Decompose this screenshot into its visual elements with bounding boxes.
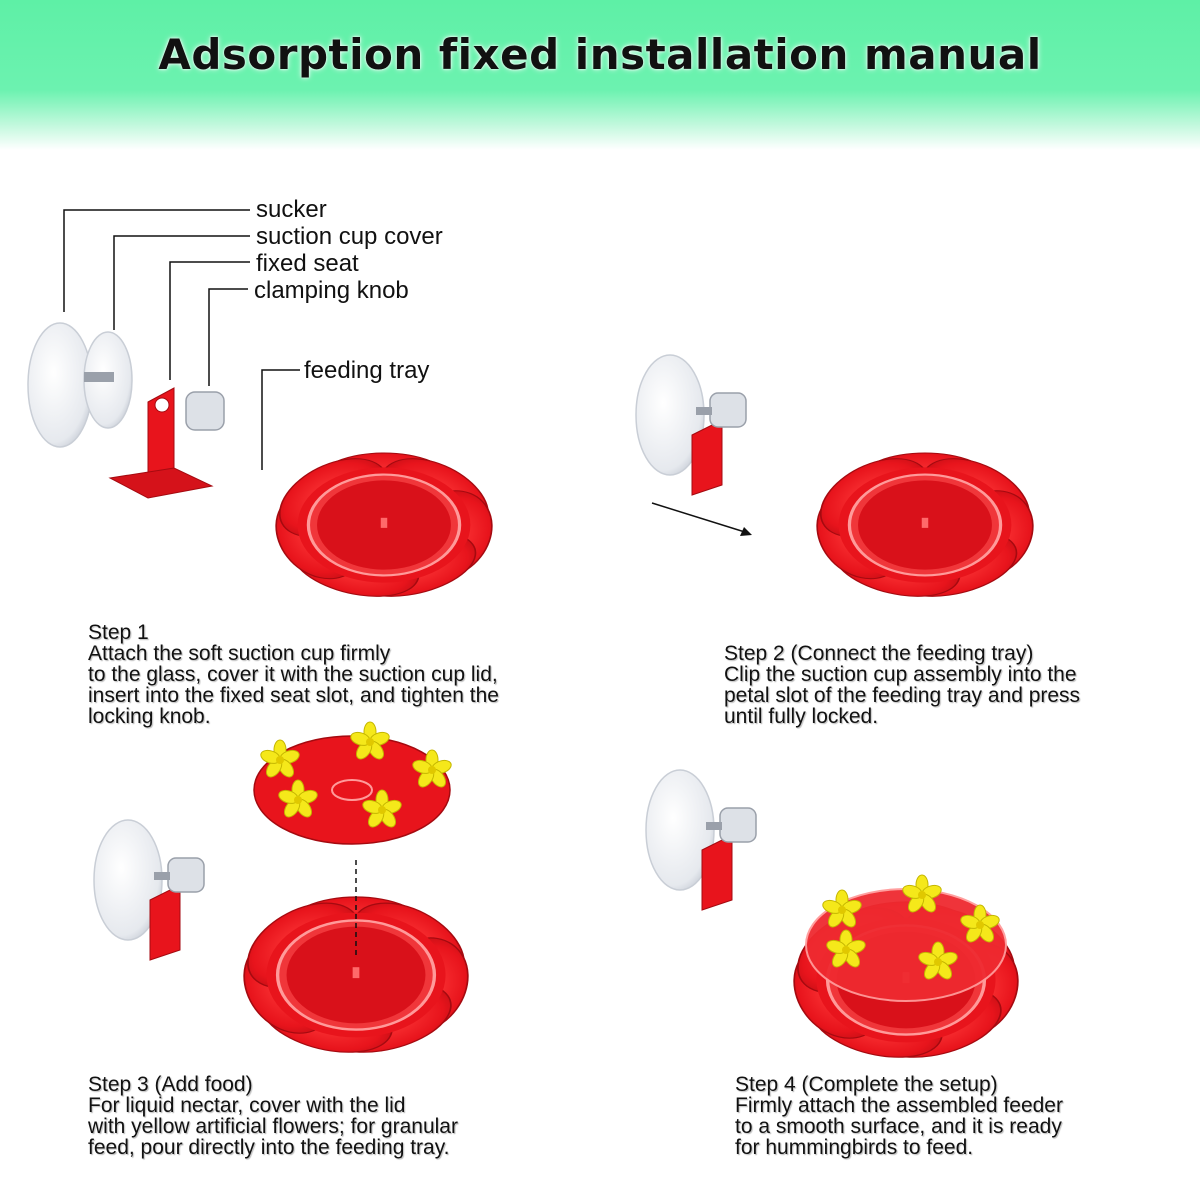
step-4-title: Step 4 (Complete the setup) [735, 1073, 998, 1096]
fixed-seat-part [108, 387, 214, 499]
sucker-part [27, 322, 93, 448]
leader-lines [63, 209, 300, 470]
step2-mount [635, 354, 747, 496]
step2-arrow-head [740, 527, 752, 536]
step-1-body: Attach the soft suction cup firmly to th… [88, 642, 499, 728]
step3-mount [93, 819, 205, 961]
step-3-body: For liquid nectar, cover with the lid wi… [88, 1094, 458, 1159]
step-4-body: Firmly attach the assembled feeder to a … [735, 1094, 1063, 1159]
step-4: Step 4 (Complete the setup) Firmly attac… [735, 1074, 1063, 1158]
label-feeding-tray: feeding tray [304, 357, 430, 384]
label-clamping-knob: clamping knob [254, 277, 409, 304]
step-3: Step 3 (Add food) For liquid nectar, cov… [88, 1074, 458, 1158]
step4-flower-lid [805, 874, 1007, 1002]
exploded-parts [27, 322, 225, 499]
step4-mount [645, 769, 757, 911]
page-title: Adsorption fixed installation manual [158, 30, 1042, 79]
step2-arrow [651, 502, 749, 534]
step-2: Step 2 (Connect the feeding tray) Clip t… [724, 643, 1080, 727]
header-banner [0, 0, 1200, 150]
screw-part [84, 372, 114, 382]
step3-flower-lid [253, 721, 454, 845]
step-3-title: Step 3 (Add food) [88, 1073, 253, 1096]
step-1: Step 1 Attach the soft suction cup firml… [88, 622, 499, 727]
label-sucker: sucker [256, 196, 327, 223]
step-2-body: Clip the suction cup assembly into the p… [724, 663, 1081, 728]
step1-feeding-tray [256, 443, 512, 611]
step2-feeding-tray [797, 443, 1053, 611]
clamping-knob-part [185, 391, 225, 431]
step-2-title: Step 2 (Connect the feeding tray) [724, 642, 1034, 665]
label-suction-cup-cover: suction cup cover [256, 223, 443, 250]
label-fixed-seat: fixed seat [256, 250, 359, 277]
step-1-title: Step 1 [88, 621, 149, 644]
